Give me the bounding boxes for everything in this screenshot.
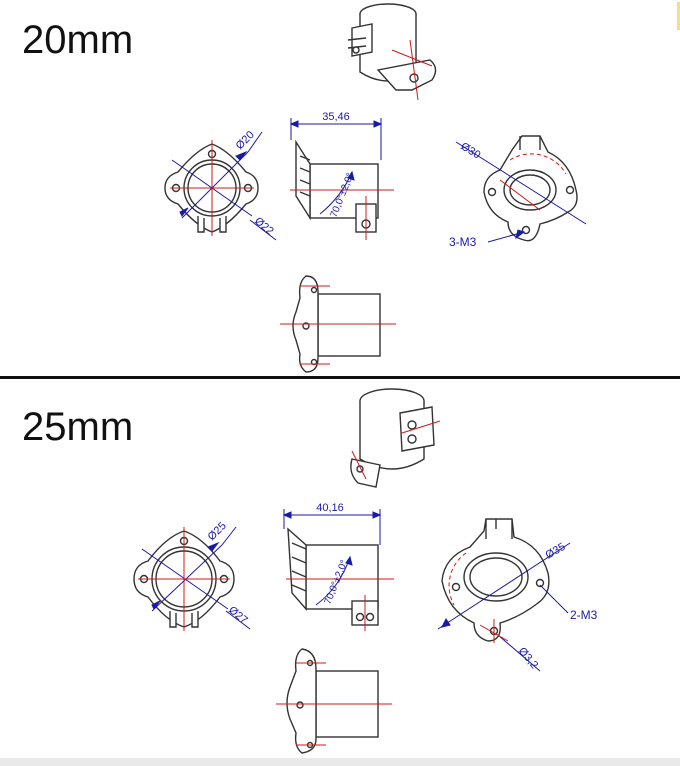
drawing-20mm: Ø20 Ø22	[164, 3, 587, 373]
dim-outer-diameter: Ø27	[226, 604, 250, 627]
front-view-left: Ø20 Ø22	[164, 129, 277, 241]
section-title: 25mm	[22, 405, 134, 449]
side-view-center: 35,46 70,0°±2,0°	[289, 111, 394, 240]
section-divider	[0, 376, 680, 379]
isometric-view	[347, 3, 437, 101]
section-20mm: 20mm	[0, 0, 680, 376]
bottom-strip	[0, 758, 680, 766]
bottom-view	[276, 648, 392, 754]
dim-screw: 2-M3	[570, 608, 598, 622]
section-title: 20mm	[22, 18, 134, 62]
isometric-view	[350, 388, 441, 488]
dim-width: 35,46	[322, 111, 350, 123]
dim-screw: 3-M3	[449, 235, 477, 249]
dim-inner-diameter: Ø25	[206, 520, 229, 543]
dim-width: 40,16	[316, 502, 344, 514]
oblique-view-right: Ø35 2-M3 Ø3,2	[437, 518, 598, 672]
dim-hole-diameter: Ø3,2	[516, 645, 541, 671]
bottom-view	[280, 275, 396, 373]
dim-right-diameter: Ø35	[544, 541, 568, 562]
dim-inner-diameter: Ø20	[234, 129, 257, 152]
drawing-25mm: Ø25 Ø27	[133, 388, 598, 754]
corner-mark	[677, 2, 680, 30]
section-25mm: 25mm	[0, 379, 680, 758]
dim-right-diameter: Ø30	[458, 140, 482, 161]
side-view-center: 40,16 70,0°±2,0°	[282, 502, 394, 631]
dim-outer-diameter: Ø22	[252, 215, 276, 238]
front-view-left: Ø25 Ø27	[133, 520, 251, 631]
oblique-view-right: Ø30 3-M3	[449, 135, 587, 249]
